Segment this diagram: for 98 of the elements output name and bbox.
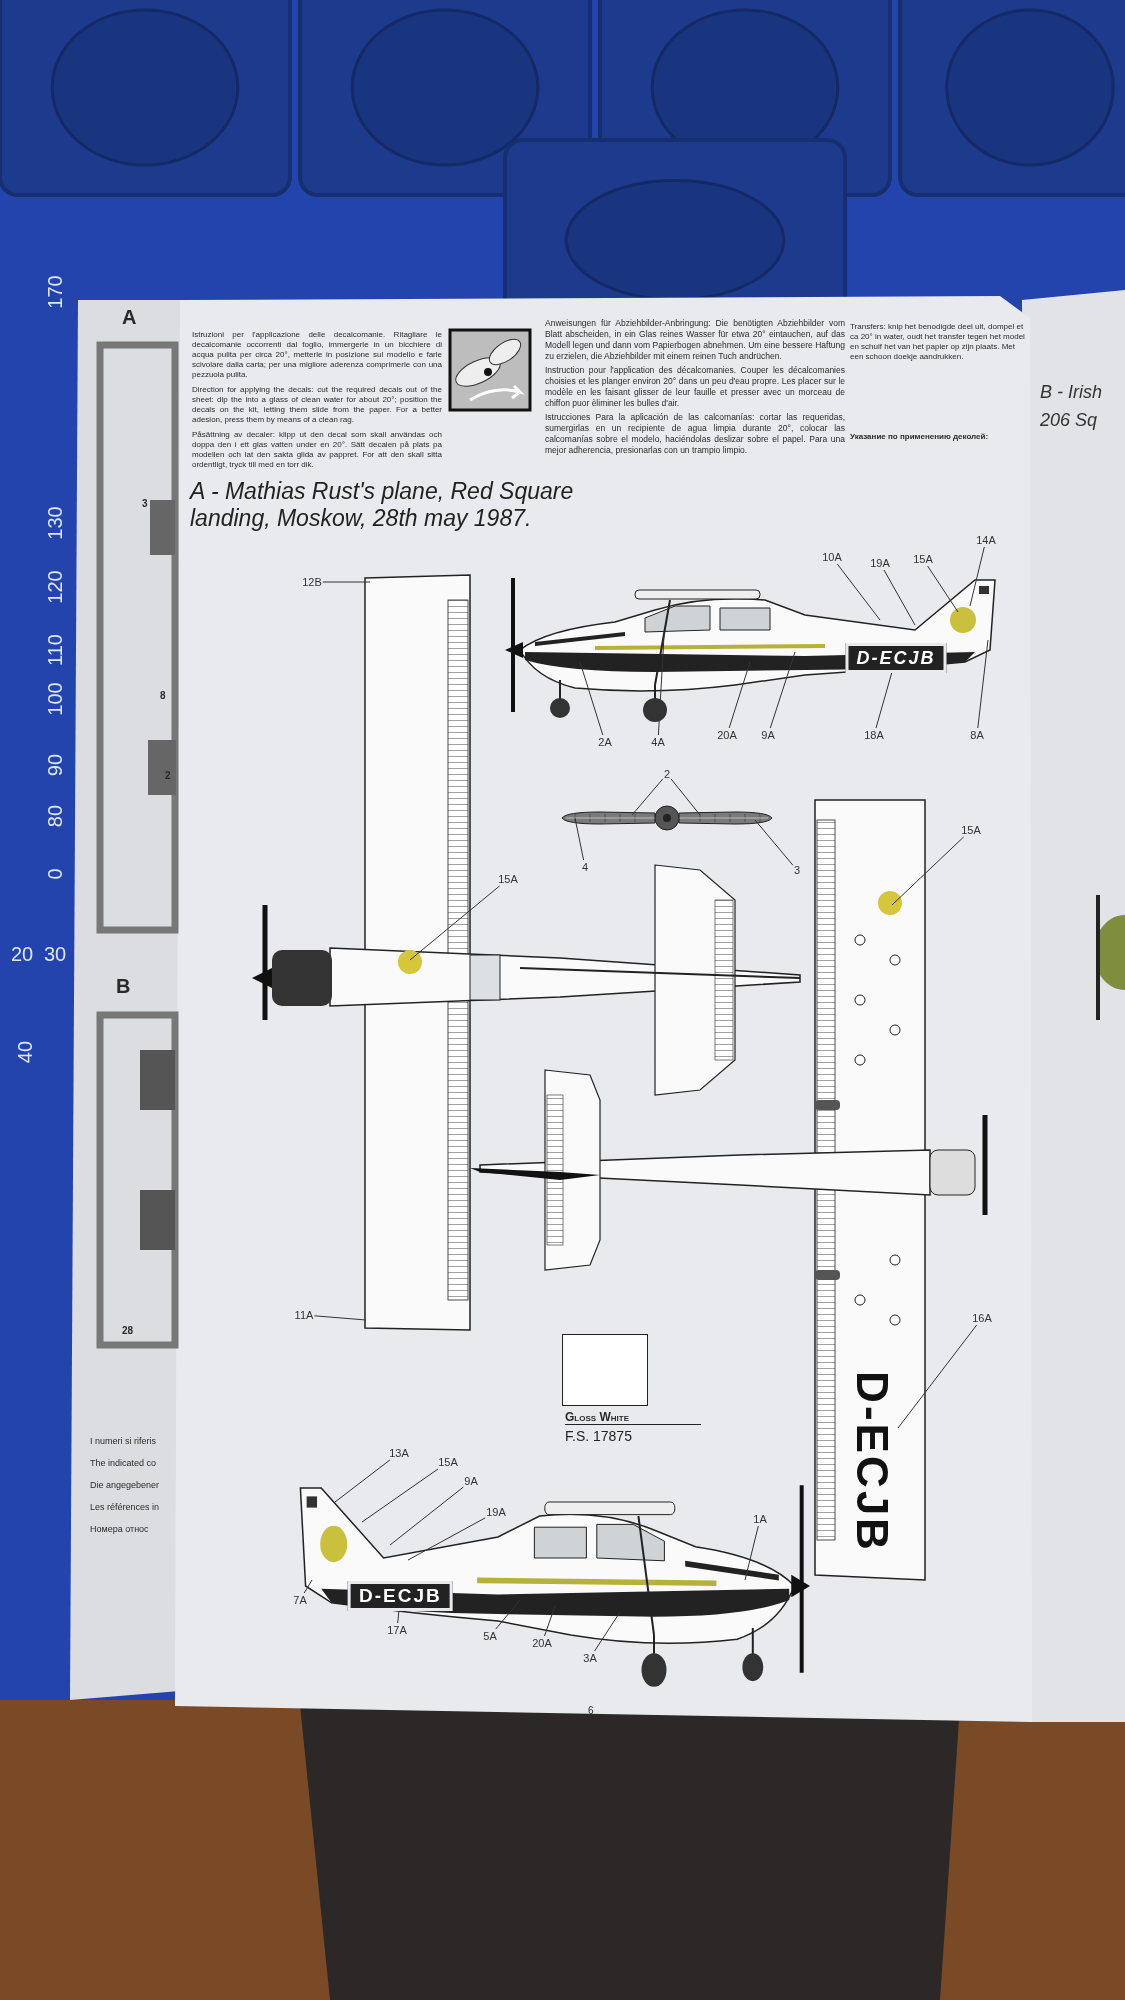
ruler-number: 40 [13, 1040, 37, 1064]
ruler-number: 80 [43, 804, 67, 828]
note-text: I numeri si riferis [90, 1436, 156, 1446]
callout-number: 16A [971, 1311, 993, 1325]
callout-number: 4 [580, 860, 590, 874]
callout-number: 13A [388, 1446, 410, 1460]
registration-marking: D-ECJB [348, 1581, 453, 1612]
section-heading: 206 Sq [1040, 410, 1098, 431]
instruction-paragraph: Istruzioni per l'applicazione delle decalcomanie. Ritagliare le decalcomanie occorrenti dal foglio, immergerle in un bicchiere di acqua pulita per circa 20°, metterle in posizione sul modello e farle scivolare dalla carta; per una migliore aderenza comprimerle con una pezzuola pulita. [192, 330, 442, 380]
callout-number: 3A [582, 1651, 598, 1665]
callout-number: 20A [716, 728, 738, 742]
leader-line [409, 885, 500, 961]
leader-line [361, 1468, 439, 1523]
leader-line [744, 1525, 759, 1581]
note-text: The indicated co [90, 1458, 157, 1468]
ruler-number: 130 [43, 506, 67, 540]
callout-number: 18A [863, 728, 885, 742]
leader-line [334, 1459, 391, 1503]
leader-line [883, 569, 916, 626]
callout-number: 15A [912, 552, 934, 566]
callout-number: 2 [662, 767, 672, 781]
note-text: Номера относ [90, 1524, 149, 1534]
callout-number: 15A [497, 872, 519, 886]
callout-number: 17A [386, 1623, 408, 1637]
page-number: 6 [588, 1705, 594, 1716]
leader-line [977, 639, 989, 729]
leader-line [927, 565, 959, 613]
callout-number: 9A [463, 1474, 479, 1488]
ruler-number: 30 [43, 942, 67, 966]
leader-line [836, 563, 881, 621]
leader-line [313, 1315, 367, 1321]
ruler-number: 110 [43, 634, 67, 666]
instruction-heading: Указание по применению деколей: [850, 432, 990, 441]
note-text: Les références in [90, 1502, 160, 1512]
ruler-number: 170 [43, 275, 67, 309]
sprue-letter: B [116, 975, 131, 998]
leader-line [574, 817, 585, 861]
callout-number: 3 [792, 863, 802, 877]
leader-line [891, 836, 965, 906]
callout-number: 12B [301, 575, 323, 589]
instruction-paragraph: Påsättning av decaler: klipp ut den decal som skall användas och doppa den i ett glas vatten under en 20°. Sätt decalen på plats pa modellen och lat den sakta glida av pappret. For att den skall sitta ordentligt, tryck till med en torr dik. [192, 430, 442, 470]
sprue-letter: A [122, 306, 137, 329]
leader-line [969, 546, 985, 607]
registration-marking: D-ECJB [845, 643, 947, 673]
callout-number: 19A [869, 556, 891, 570]
leader-line [495, 1599, 521, 1630]
callout-number: 10A [821, 550, 843, 564]
callout-number: 14A [975, 533, 997, 547]
callout-number: 20A [531, 1636, 553, 1650]
leader-line [579, 661, 604, 736]
callout-number: 4A [650, 735, 666, 749]
callout-number: 11A [293, 1308, 315, 1322]
callout-number: 15A [960, 823, 982, 837]
callout-number: 15A [437, 1455, 459, 1469]
callout-number: 1A [752, 1512, 768, 1526]
part-number: 28 [122, 1325, 134, 1336]
part-number: 3 [142, 498, 148, 509]
callout-number: 5A [482, 1629, 498, 1643]
ruler-number: 90 [43, 753, 67, 777]
leader-line [397, 1610, 400, 1624]
leader-line [544, 1605, 556, 1637]
leader-line [769, 651, 796, 729]
instruction-paragraph: Instruction pour l'application des décalcomanies. Couper les décalcomanies choisies et les planger environ 20° dans un peu d'eau propre. Les placer sur le modèle en les faisant glisser de leur fauille et presser avec un morceau de chiffon puor èliminer les bulles d'air. [545, 365, 845, 409]
leader-line [897, 1324, 978, 1429]
registration-marking: D-ECJB [846, 1370, 898, 1554]
page-title: A - Mathias Rust's plane, Red Square landing, Moskow, 28th may 1987. [190, 478, 575, 532]
leader-line [875, 672, 893, 729]
callout-number: 7A [292, 1593, 308, 1607]
leader-line [407, 1517, 486, 1561]
leader-line [754, 819, 794, 866]
ruler-number: 20 [10, 942, 34, 966]
part-number: 2 [165, 770, 171, 781]
instruction-paragraph: Direction for applying the decals: cut the required decals out of the sheet: dip the into a glass of clean water for about 20°; position the decals on the kit, letting them slide from the paper. For a better adesion, press them by means of a clean rag. [192, 385, 442, 425]
paint-code: F.S. 17875 [565, 1428, 632, 1444]
leader-line [657, 635, 665, 736]
leader-line [594, 1611, 621, 1652]
callout-number: 2A [597, 735, 613, 749]
leader-line [728, 661, 751, 729]
legend-label: Gloss White [565, 1410, 701, 1425]
instruction-paragraph: Anweisungen für Abziehbilder-Anbringung: Die benötigten Abziehbilder vom Blatt abscheiden, in ein Glas reines Wasser für etwa 20° eintauchen, auf das Modell legen und dann vom Papierbogen abnehmen. Um eine bessere Haftung zu erzielen, die Abziehbilder mit einem reinen Tuch andrüchen. [545, 318, 845, 362]
note-text: Die angegebener [90, 1480, 160, 1490]
airplane-side-view-drawing [505, 578, 996, 722]
callout-number: 8A [969, 728, 985, 742]
section-heading: B - Irish [1040, 382, 1102, 403]
ruler-number: 120 [43, 570, 67, 604]
leader-line [303, 1579, 313, 1594]
part-number: 8 [160, 690, 166, 701]
leader-line [670, 778, 701, 816]
ruler-number: 100 [43, 682, 67, 716]
instruction-paragraph: Istrucciones Para la aplicación de las calcomanías: cortar las requeridas, sumergirlas en un recipiente de agua limpia durante 20°, colocar las calcomanías sobre el modelo, haciéndolas deslizar sobre el papel. Para una mejor adherencia, presionarlas con un trampio limpio. [545, 412, 845, 456]
callout-number: 9A [760, 728, 776, 742]
instruction-paragraph: Transfers: knip het benodigde deel uit, dompel et ca 20° in water, oudt het transfer tegen het model en schuif het van het papier op zijn plaats. Met een schoon doekje aandrukken. [850, 322, 1025, 362]
propeller-drawing [561, 805, 773, 831]
leader-line [389, 1486, 464, 1546]
ruler-number: 0 [43, 868, 67, 880]
callout-number: 19A [485, 1505, 507, 1519]
leader-line [631, 778, 664, 816]
leader-line [322, 581, 371, 583]
